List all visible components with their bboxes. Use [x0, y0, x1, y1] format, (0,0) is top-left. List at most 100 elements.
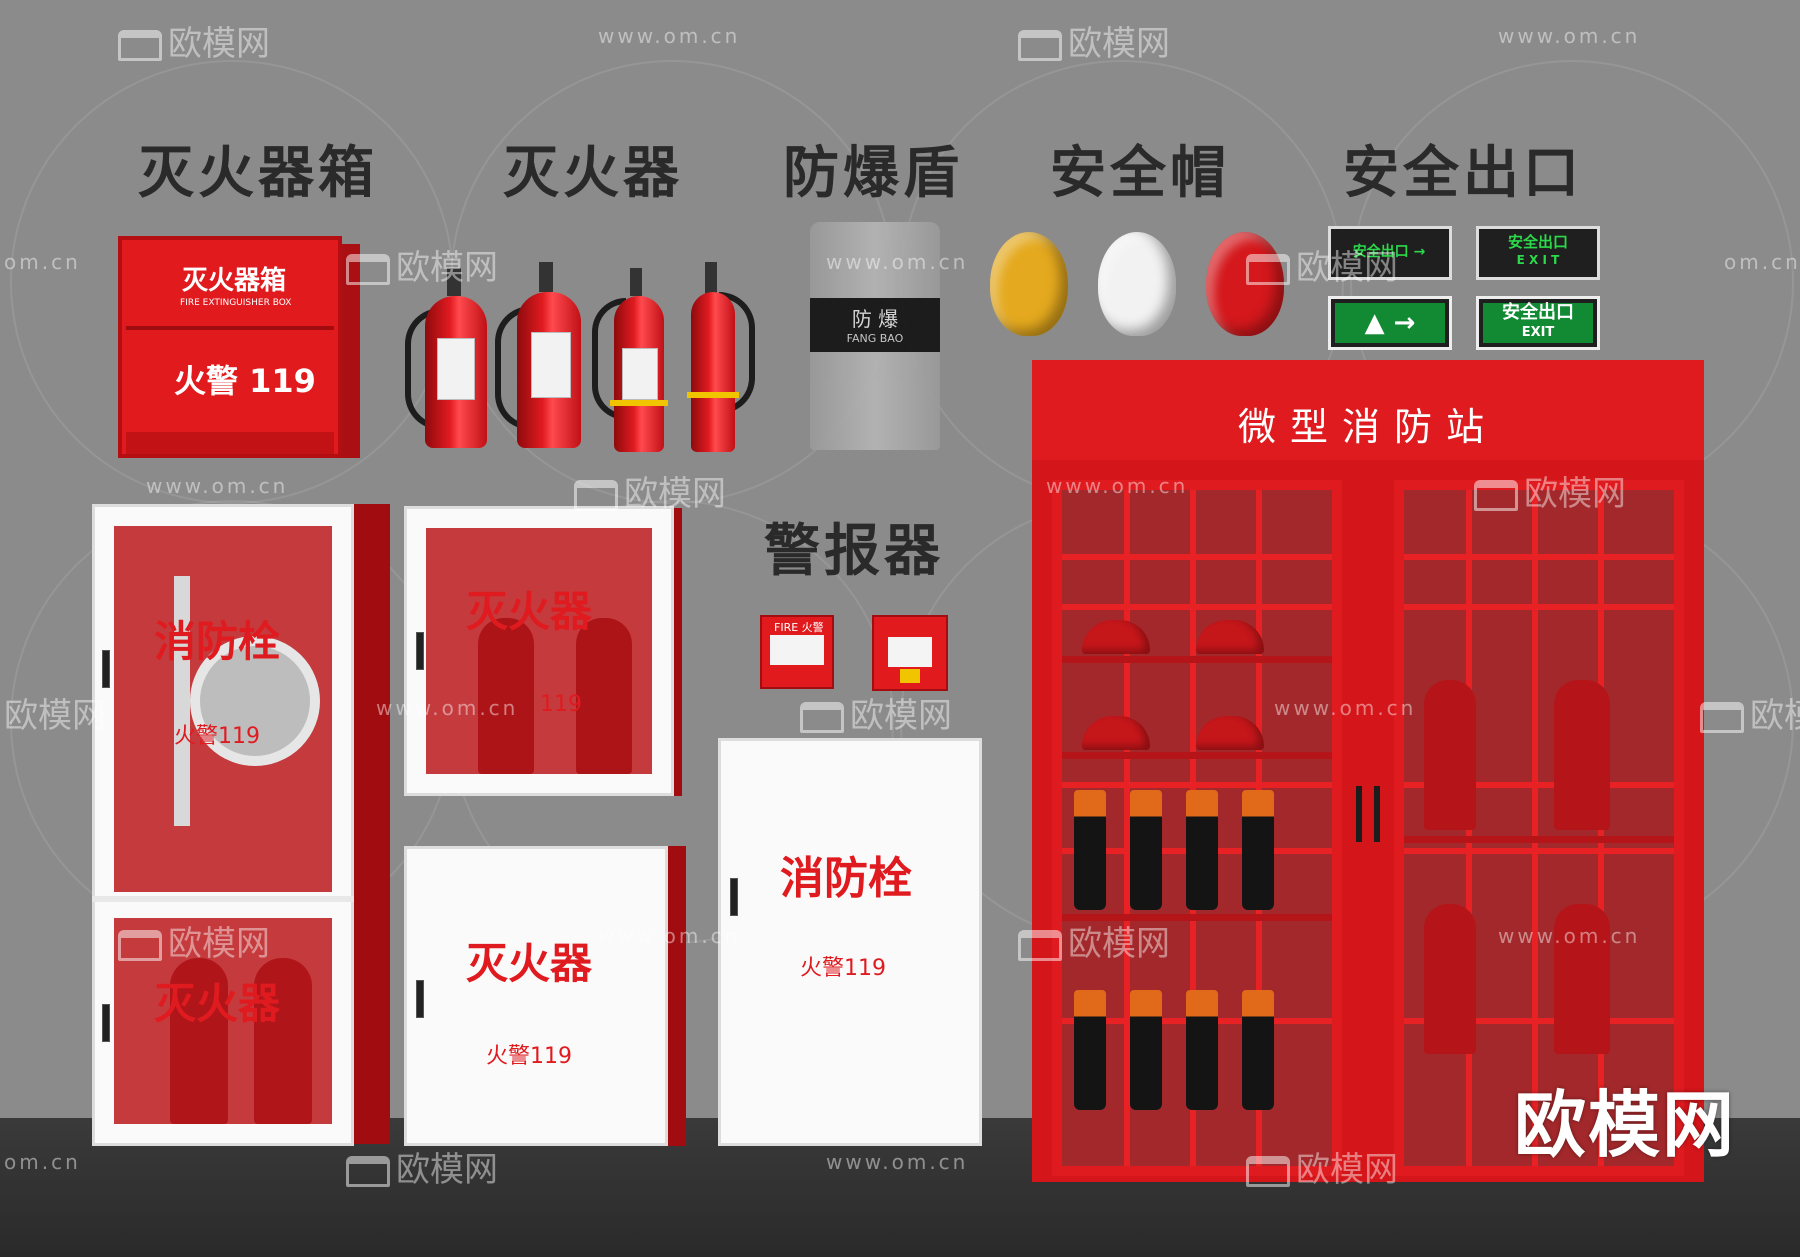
hydrant-extinguisher-cabinet: 消防栓 火警119 灭火器	[92, 504, 354, 1146]
sofa-logo-icon	[1018, 930, 1062, 961]
station-door-right[interactable]	[1394, 480, 1684, 1176]
valve-icon	[447, 268, 461, 296]
door-handle[interactable]	[416, 632, 424, 670]
valve-icon	[539, 262, 553, 292]
watermark-logo: 欧模网	[574, 466, 726, 515]
door-handle[interactable]	[1356, 786, 1362, 842]
watermark-brand: 欧模网	[1296, 1150, 1398, 1190]
riot-shield: 防 爆 FANG BAO	[810, 222, 940, 450]
watermark-site: www.om.cn	[1498, 24, 1641, 48]
watermark-logo: 欧模网	[1700, 688, 1800, 737]
watermark-site: www.om.cn	[1498, 924, 1641, 948]
watermark-brand: 欧模网	[168, 24, 270, 64]
label-icon	[531, 332, 571, 398]
hose-reel-icon	[190, 636, 320, 766]
watermark-logo: 欧模网	[800, 688, 952, 737]
station-door-left[interactable]	[1052, 480, 1342, 1176]
exit-sub: EXIT	[1521, 325, 1555, 340]
helmet-icon	[1196, 716, 1264, 750]
grille-bar	[1062, 554, 1332, 560]
alarm-label: FIRE 火警	[774, 621, 824, 634]
cabinet-phone: 火警119	[486, 1044, 572, 1069]
sofa-logo-icon	[1474, 480, 1518, 511]
door-handle[interactable]	[102, 1004, 110, 1042]
shield-text-cn: 防 爆	[851, 307, 899, 331]
boot-icon	[1074, 990, 1106, 1110]
fire-extinguisher-icon	[1424, 680, 1476, 830]
valve-icon	[705, 262, 717, 296]
extinguisher-white-cabinet: 灭火器 火警119	[404, 846, 668, 1146]
band	[610, 400, 668, 406]
exit-sign-text: 安全出口 EXIT	[1483, 303, 1593, 343]
exit-sub: E X I T	[1516, 253, 1560, 267]
door-handle[interactable]	[1374, 786, 1380, 842]
watermark-brand: 欧模网	[624, 474, 726, 514]
box-divider	[126, 326, 334, 330]
watermark-logo: 欧模网	[1246, 1142, 1398, 1191]
label-icon	[622, 348, 658, 400]
manual-fire-alarm[interactable]: FIRE 火警	[760, 615, 834, 689]
watermark-logo: 欧模网	[346, 1142, 498, 1191]
door-handle[interactable]	[102, 650, 110, 688]
door-handle[interactable]	[416, 980, 424, 1018]
cabinet-side	[350, 504, 390, 1144]
fire-hydrant-alarm[interactable]	[872, 615, 948, 691]
exit-sign: 安全出口 EXIT	[1476, 296, 1600, 350]
fire-extinguisher-icon	[478, 618, 534, 774]
grille-bar	[1404, 848, 1674, 854]
watermark-site: www.om.cn	[1046, 474, 1189, 498]
heading-extinguisher-box: 灭火器箱	[138, 141, 378, 206]
cabinet-glass	[426, 528, 652, 774]
white-helmet-icon	[1098, 232, 1176, 336]
box-subtitle: FIRE EXTINGUISHER BOX	[180, 298, 292, 308]
watermark-logo: 欧模网	[1474, 466, 1626, 515]
alarm-window	[770, 635, 824, 665]
heading-helmet: 安全帽	[1050, 141, 1230, 206]
running-man-icon: ▲	[1364, 308, 1385, 338]
watermark-site: www.om.cn	[826, 1150, 969, 1174]
sofa-logo-icon	[346, 1156, 390, 1187]
fire-extinguisher-icon	[1554, 904, 1610, 1054]
fire-hydrant-cabinet: 消防栓 火警119	[718, 738, 982, 1146]
brand-logo: 欧模网	[1514, 1083, 1737, 1167]
label-icon	[437, 338, 475, 400]
arrow-right-icon: →	[1413, 244, 1426, 260]
watermark-brand: 欧模网	[1068, 24, 1170, 64]
grille-bar	[1404, 604, 1674, 610]
watermark-logo: 欧模网	[1018, 916, 1170, 965]
grille-bar	[1124, 490, 1130, 1166]
exit-sign-text: 安全出口 E X I T	[1483, 233, 1593, 273]
fire-extinguisher	[685, 262, 755, 452]
alarm-window	[888, 637, 932, 667]
sofa-logo-icon	[1018, 30, 1062, 61]
watermark-brand: 欧模网	[1524, 474, 1626, 514]
shield-text-en: FANG BAO	[846, 332, 904, 345]
watermark-logo: 欧模网	[1018, 16, 1170, 65]
fire-extinguisher-icon	[170, 958, 228, 1124]
watermark-site: www.om.cn	[598, 24, 741, 48]
fire-extinguisher-icon	[576, 618, 632, 774]
extinguisher-box: 灭火器箱 FIRE EXTINGUISHER BOX 火警 119	[118, 236, 360, 462]
box-base	[126, 432, 334, 454]
exit-sign: 安全出口 E X I T	[1476, 226, 1600, 280]
cabinet-divider	[92, 896, 354, 902]
sofa-logo-icon	[346, 254, 390, 285]
helmet-icon	[1082, 716, 1150, 750]
grille-bar	[1062, 782, 1332, 788]
fire-extinguisher-icon	[1424, 904, 1476, 1054]
door-handle[interactable]	[730, 878, 738, 916]
watermark-site: www.om.cn	[826, 250, 969, 274]
box-side	[342, 244, 360, 458]
exit-text: 安全出口	[1502, 302, 1574, 323]
grille-bar	[1404, 554, 1674, 560]
boot-icon	[1242, 790, 1274, 910]
cabinet-label: 灭火器	[154, 979, 281, 1028]
fire-extinguisher	[405, 268, 495, 448]
extinguisher-glass-cabinet: 灭火器 119	[404, 506, 674, 796]
yellow-helmet-icon	[990, 232, 1068, 336]
station-header: 微型消防站	[1032, 360, 1704, 460]
alarm-button-icon	[900, 669, 920, 683]
watermark-brand: 欧模网	[1750, 696, 1800, 736]
watermark-brand: 欧模网	[4, 696, 106, 736]
sofa-logo-icon	[1246, 1156, 1290, 1187]
